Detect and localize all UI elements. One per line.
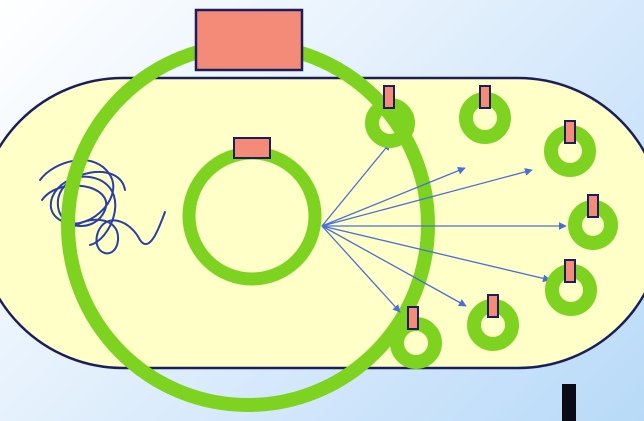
plasmid-marker (587, 194, 599, 218)
large-plasmid-marker (194, 8, 304, 72)
replicated-plasmid (365, 85, 415, 148)
replication-arrow (321, 142, 391, 227)
replication-arrow (321, 168, 533, 227)
partial-shape (562, 384, 576, 421)
plasmid-marker (564, 259, 576, 283)
replicated-plasmid (544, 120, 596, 177)
replicated-plasmids (365, 85, 618, 369)
replication-arrow (321, 167, 466, 227)
replication-arrows (321, 142, 567, 313)
plasmid-marker (479, 85, 491, 109)
plasmid-marker (383, 85, 395, 109)
replicated-plasmid (545, 259, 597, 316)
replicated-plasmid (467, 294, 519, 351)
small-plasmid-marker (233, 137, 271, 159)
replication-arrow (321, 225, 551, 283)
replicated-plasmid (568, 194, 618, 250)
replicated-plasmid (459, 85, 511, 144)
bacterial-cell (0, 76, 644, 370)
chromosome (39, 159, 166, 255)
plasmid-marker (407, 306, 419, 330)
replicated-plasmid (390, 306, 442, 369)
replication-arrow (321, 225, 401, 313)
plasmid-marker (564, 120, 576, 144)
plasmid-marker (487, 294, 499, 318)
replication-arrow (321, 225, 467, 307)
